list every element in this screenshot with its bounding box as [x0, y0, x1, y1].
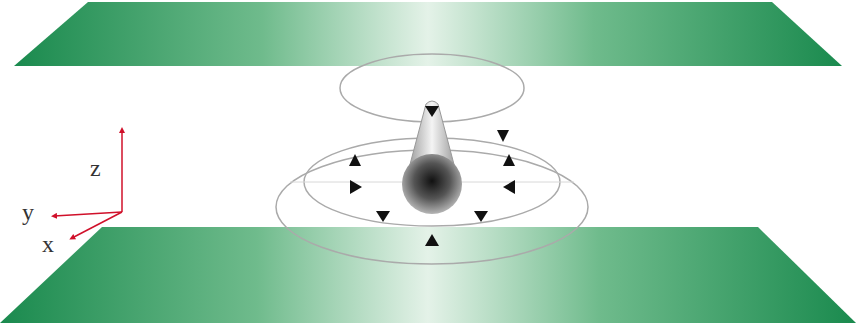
field-ring [276, 150, 588, 264]
axes [54, 130, 122, 238]
axis-label: z [90, 156, 101, 180]
sphere [402, 154, 462, 214]
axis-label: x [42, 232, 54, 256]
axis-label: y [22, 200, 34, 224]
top-plate [14, 2, 842, 66]
arrowheads [349, 106, 515, 246]
bottom-plate [0, 227, 856, 323]
field-ring [340, 54, 524, 122]
